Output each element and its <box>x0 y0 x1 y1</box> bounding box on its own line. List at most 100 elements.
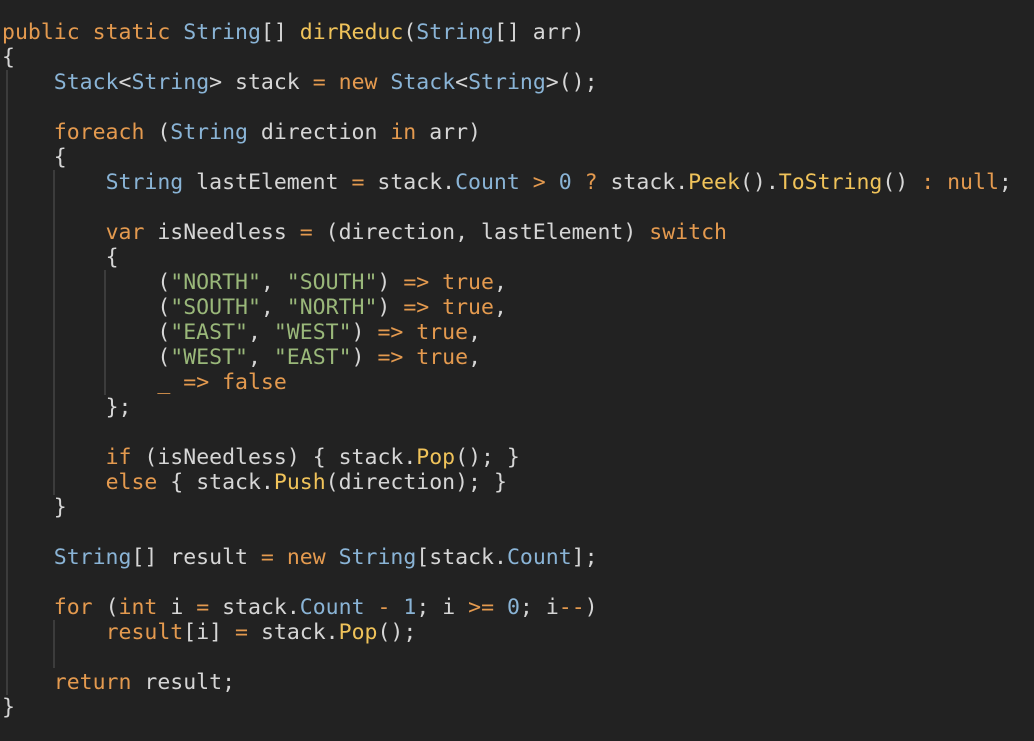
code-token: String <box>131 70 210 95</box>
code-token <box>157 470 170 495</box>
code-token: ( <box>325 470 339 495</box>
code-line: Stack<String> stack = new Stack<String>(… <box>2 70 598 95</box>
code-token: "EAST" <box>273 345 352 370</box>
code-line: public static String[] dirReduc(String[]… <box>2 20 585 45</box>
code-token: 0 <box>506 595 520 620</box>
code-token: => <box>377 320 404 345</box>
code-token: ( <box>157 345 171 370</box>
code-token: i <box>442 595 469 620</box>
code-token: ) <box>377 270 391 295</box>
code-token: ) <box>351 320 365 345</box>
code-token: (). <box>739 170 779 195</box>
code-token: for <box>53 595 93 620</box>
code-token: < <box>455 70 469 95</box>
code-token <box>222 620 235 645</box>
code-token: ) <box>377 295 391 320</box>
code-token: { <box>170 470 197 495</box>
code-token: (); <box>377 620 417 645</box>
code-token: stack <box>209 595 287 620</box>
code-token: String <box>170 120 248 145</box>
code-token <box>908 170 921 195</box>
code-token: Stack <box>53 70 119 95</box>
code-token: int <box>118 595 158 620</box>
code-token <box>2 320 157 345</box>
code-token <box>300 70 313 95</box>
code-token <box>377 70 390 95</box>
code-token: Stack <box>390 70 456 95</box>
code-line: ("EAST", "WEST") => true, <box>2 320 481 345</box>
code-token: direction, lastElement <box>338 220 624 245</box>
code-token: [] <box>260 20 300 45</box>
code-line: ("WEST", "EAST") => true, <box>2 345 481 370</box>
code-token: = <box>299 220 313 245</box>
code-token: . <box>403 445 417 470</box>
code-token: i <box>545 595 559 620</box>
code-line: } <box>2 495 67 520</box>
code-token <box>2 445 106 470</box>
code-token: Count <box>455 170 520 195</box>
code-token: stack <box>364 170 443 195</box>
code-token <box>403 320 416 345</box>
code-token: ) <box>584 595 598 620</box>
code-token: , <box>247 345 274 370</box>
code-token: foreach <box>53 120 145 145</box>
code-token: arr <box>532 20 572 45</box>
code-token: -- <box>558 595 585 620</box>
code-token <box>274 545 287 570</box>
code-token: ) <box>623 220 637 245</box>
code-token: , <box>247 320 274 345</box>
code-token: stack <box>338 445 404 470</box>
code-token: String <box>468 70 546 95</box>
code-token <box>494 595 507 620</box>
code-token: i <box>157 595 197 620</box>
code-token <box>313 220 326 245</box>
code-token <box>2 295 157 320</box>
code-token: ; <box>519 595 546 620</box>
code-token: , <box>468 320 482 345</box>
code-token: (); } <box>455 445 520 470</box>
code-token: String <box>338 545 417 570</box>
code-token <box>2 470 106 495</box>
code-token: [] <box>493 20 533 45</box>
code-token <box>209 370 222 395</box>
code-token: ; <box>998 170 1012 195</box>
code-token: result <box>170 545 248 570</box>
code-token: isNeedless <box>157 445 287 470</box>
code-token: String <box>416 20 494 45</box>
code-token: = <box>312 70 326 95</box>
code-token <box>572 170 585 195</box>
code-token: } <box>2 695 15 720</box>
code-token: { <box>312 445 339 470</box>
code-token: stack <box>248 620 326 645</box>
code-token <box>2 620 106 645</box>
indent-guide-switch-body <box>104 270 106 395</box>
code-token: [] <box>131 545 171 570</box>
code-token: ( <box>144 445 158 470</box>
code-token: i <box>196 620 210 645</box>
code-token <box>364 320 377 345</box>
code-token: = <box>196 595 210 620</box>
code-line: String lastElement = stack.Count > 0 ? s… <box>2 170 1012 195</box>
code-token <box>2 395 106 420</box>
code-token <box>403 345 416 370</box>
code-line: _ => false <box>2 370 286 395</box>
code-token: static <box>92 20 171 45</box>
code-token <box>2 370 157 395</box>
code-token <box>2 170 106 195</box>
code-line: ("NORTH", "SOUTH") => true, <box>2 270 507 295</box>
code-line: ("SOUTH", "NORTH") => true, <box>2 295 507 320</box>
indent-guide-for-body <box>53 620 55 668</box>
code-token: , <box>260 295 287 320</box>
code-token: null <box>947 170 999 195</box>
code-token <box>390 270 403 295</box>
code-token: > <box>209 70 236 95</box>
code-token: String <box>105 170 184 195</box>
code-token: Pop <box>338 620 378 645</box>
indent-guide-method-body <box>6 70 8 695</box>
code-token: = <box>235 620 248 645</box>
code-token: , <box>468 345 482 370</box>
code-token: direction <box>338 470 456 495</box>
code-token <box>2 670 54 695</box>
code-token <box>170 370 183 395</box>
